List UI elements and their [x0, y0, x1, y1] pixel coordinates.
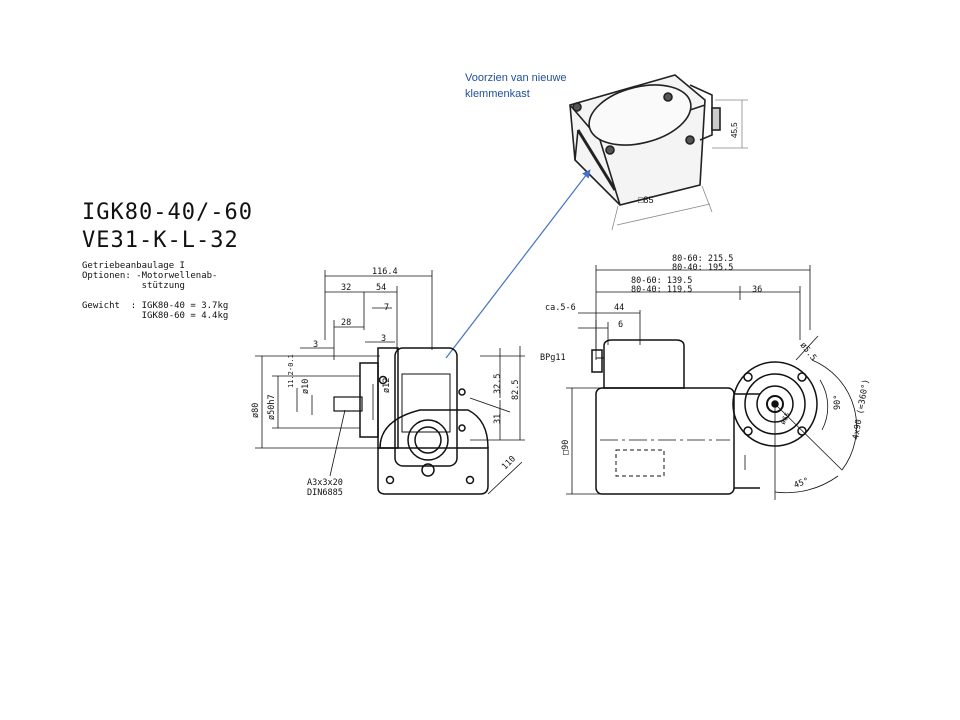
annotation-note: Voorzien van nieuwe klemmenkast: [465, 70, 605, 102]
dim-d12: ø12: [382, 378, 392, 393]
dim-square-90: □90: [561, 440, 571, 455]
dim-11-2: 11.2-0.1: [287, 354, 295, 388]
box-height-label: 45,5: [730, 122, 739, 138]
spec-weight-60: IGK80-60 = 4.4kg: [82, 311, 229, 321]
dim-80-40-b: 80-40: 119.5: [631, 285, 692, 295]
dim-80-60-b: 80-60: 139.5: [631, 276, 692, 286]
dim-d50: ø50h7: [267, 394, 277, 420]
dim-ca-5-6: ca.5-6: [545, 303, 576, 313]
dim-6: 6: [618, 320, 623, 330]
dim-32-5: 32.5: [493, 374, 503, 394]
dim-3-right: 3: [381, 334, 386, 344]
spec-weight-40: Gewicht : IGK80-40 = 3.7kg: [82, 301, 229, 311]
dim-54: 54: [376, 283, 386, 293]
spec-line3: stützung: [82, 281, 185, 291]
dim-80-40-a: 80-40: 195.5: [672, 263, 733, 273]
dim-36: 36: [752, 285, 762, 295]
dim-110: 110: [500, 454, 518, 472]
dim-90deg: 90°: [833, 395, 843, 410]
dim-d5-5: ø5.5: [798, 341, 818, 363]
dim-d80: ø80: [251, 403, 261, 418]
dim-31: 31: [493, 414, 503, 424]
left-view-gearbox: [255, 270, 525, 495]
dim-d10: ø10: [301, 379, 311, 394]
drawing-title-line2: VE31-K-L-32: [82, 228, 239, 253]
dim-44: 44: [614, 303, 624, 313]
box-dimension-lines: [611, 99, 748, 231]
dim-80-60-a: 80-60: 215.5: [672, 254, 733, 264]
right-view-labels: 80-60: 215.5 80-40: 195.5 80-60: 139.5 8…: [540, 254, 872, 491]
terminal-box-illustration: [569, 74, 721, 206]
spec-line1: Getriebeanbaulage I: [82, 261, 185, 271]
drawing-title-line1: IGK80-40/-60: [82, 200, 253, 225]
cable-gland-label: BPg11: [540, 353, 566, 363]
dim-28: 28: [341, 318, 351, 328]
dim-3-left: 3: [313, 340, 318, 350]
box-width-label: □85: [638, 195, 653, 205]
dim-32: 32: [341, 283, 351, 293]
dim-116-4: 116.4: [372, 267, 398, 277]
key-spec-2: DIN6885: [307, 488, 343, 498]
right-view-motor: [566, 265, 857, 500]
key-spec-1: A3x3x20: [307, 478, 343, 488]
left-view-labels: 116.4 32 54 7 28 3 3 ø80 ø50h7 11.2-0.1 …: [251, 267, 521, 498]
annotation-arrow: [445, 169, 591, 359]
annotation-note-line2: klemmenkast: [465, 88, 530, 100]
spec-line2: Optionen: -Motorwellenab-: [82, 271, 218, 281]
dim-82-5: 82.5: [511, 380, 521, 400]
dim-45deg: 45°: [793, 476, 811, 491]
dim-7: 7: [384, 303, 389, 313]
annotation-note-line1: Voorzien van nieuwe: [465, 72, 567, 84]
